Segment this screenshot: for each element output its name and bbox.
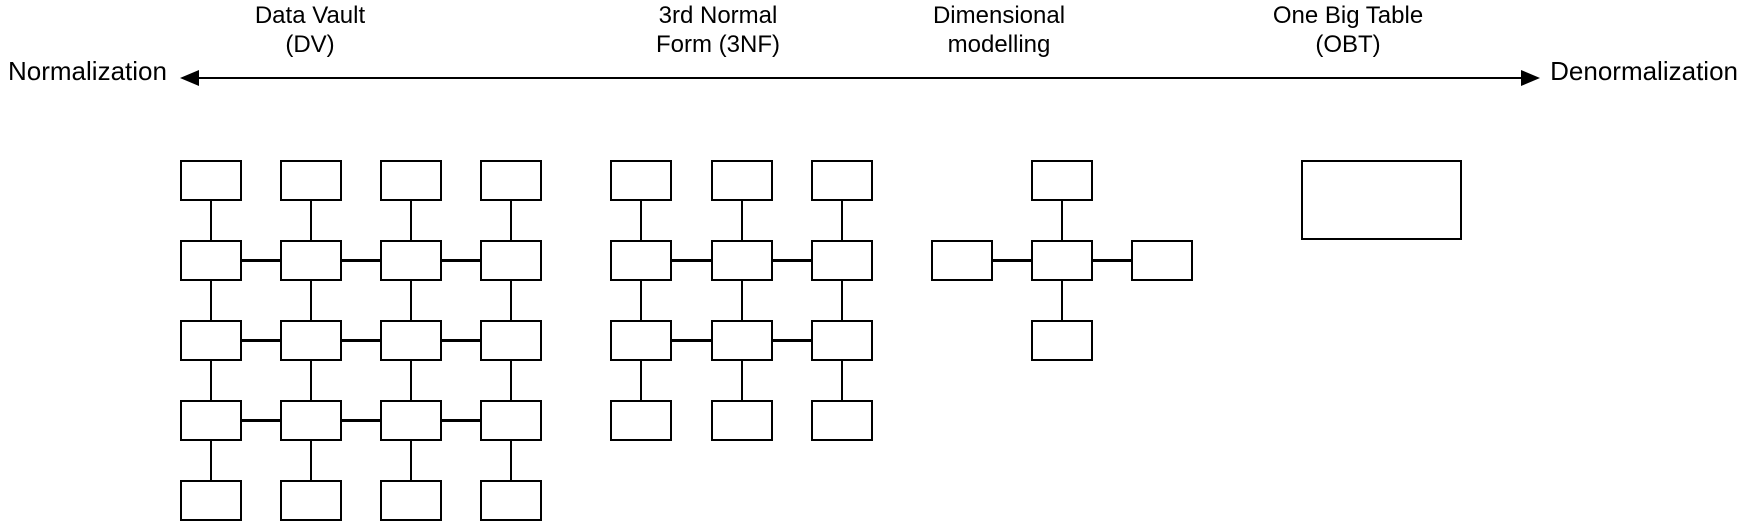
table-box	[610, 400, 672, 441]
connector-line	[342, 419, 380, 422]
table-box	[480, 160, 542, 201]
table-box	[1031, 240, 1093, 281]
connector-line	[509, 441, 513, 480]
connector-line	[409, 201, 413, 240]
connector-line	[209, 441, 213, 480]
table-box	[711, 240, 773, 281]
arrowhead-left-icon	[180, 70, 199, 86]
table-box	[811, 160, 873, 201]
connector-line	[1060, 281, 1064, 320]
approach-label-data-vault: Data Vault (DV)	[255, 1, 365, 59]
approach-label-line1: Dimensional	[932, 2, 1066, 29]
approach-label-dimensional-modelling: Dimensional modelling	[933, 1, 1065, 59]
table-box	[280, 240, 342, 281]
table-box	[931, 240, 993, 281]
connector-line	[309, 441, 313, 480]
table-box	[480, 320, 542, 361]
table-box	[280, 400, 342, 441]
arrowhead-right-icon	[1521, 70, 1540, 86]
connector-line	[209, 281, 213, 320]
connector-line	[409, 361, 413, 400]
connector-line	[309, 281, 313, 320]
connector-line	[740, 281, 744, 320]
approach-label-3nf: 3rd Normal Form (3NF)	[656, 1, 780, 59]
table-box	[610, 160, 672, 201]
connector-line	[509, 201, 513, 240]
normalization-label: Normalization	[8, 56, 167, 86]
connector-line	[993, 259, 1031, 262]
connector-line	[509, 281, 513, 320]
connector-line	[442, 419, 480, 422]
table-box	[380, 400, 442, 441]
approach-label-line2: (DV)	[285, 31, 335, 58]
connector-line	[409, 281, 413, 320]
table-box	[1131, 240, 1193, 281]
approach-label-line2: (OBT)	[1315, 31, 1381, 58]
table-box	[610, 320, 672, 361]
connector-line	[740, 361, 744, 400]
connector-line	[639, 361, 643, 400]
connector-line	[209, 361, 213, 400]
table-box	[380, 320, 442, 361]
table-box	[811, 320, 873, 361]
table-box	[480, 400, 542, 441]
connector-line	[672, 259, 711, 262]
table-box	[811, 400, 873, 441]
table-box	[180, 400, 242, 441]
table-box	[180, 160, 242, 201]
connector-line	[840, 281, 844, 320]
table-box	[711, 400, 773, 441]
table-box	[711, 160, 773, 201]
connector-line	[509, 361, 513, 400]
approach-label-line1: Data Vault	[254, 2, 366, 29]
table-box	[711, 320, 773, 361]
table-box	[811, 240, 873, 281]
connector-line	[773, 259, 811, 262]
approach-label-line1: One Big Table	[1272, 2, 1424, 29]
connector-line	[242, 259, 280, 262]
denormalization-label: Denormalization	[1550, 56, 1738, 86]
connector-line	[639, 281, 643, 320]
approach-label-line2: modelling	[947, 31, 1051, 58]
connector-line	[309, 201, 313, 240]
table-box	[280, 320, 342, 361]
connector-line	[242, 339, 280, 342]
table-box	[1031, 320, 1093, 361]
table-box	[380, 160, 442, 201]
approach-label-line2: Form (3NF)	[656, 31, 780, 58]
table-box	[280, 160, 342, 201]
table-box	[280, 480, 342, 521]
table-box	[380, 240, 442, 281]
connector-line	[1060, 201, 1064, 240]
connector-line	[840, 201, 844, 240]
connector-line	[442, 259, 480, 262]
connector-line	[740, 201, 744, 240]
table-box	[1031, 160, 1093, 201]
connector-line	[840, 361, 844, 400]
table-box	[480, 480, 542, 521]
table-box	[480, 240, 542, 281]
connector-line	[442, 339, 480, 342]
table-box	[180, 480, 242, 521]
connector-line	[309, 361, 313, 400]
approach-label-one-big-table: One Big Table (OBT)	[1273, 1, 1423, 59]
connector-line	[342, 259, 380, 262]
table-box	[180, 320, 242, 361]
arrow-line	[196, 76, 1524, 80]
approach-label-line1: 3rd Normal	[658, 2, 778, 29]
table-box	[180, 240, 242, 281]
table-box	[610, 240, 672, 281]
connector-line	[639, 201, 643, 240]
connector-line	[672, 339, 711, 342]
table-box	[380, 480, 442, 521]
connector-line	[342, 339, 380, 342]
connector-line	[242, 419, 280, 422]
connector-line	[773, 339, 811, 342]
connector-line	[1093, 259, 1131, 262]
table-box	[1301, 160, 1462, 240]
connector-line	[209, 201, 213, 240]
connector-line	[409, 441, 413, 480]
